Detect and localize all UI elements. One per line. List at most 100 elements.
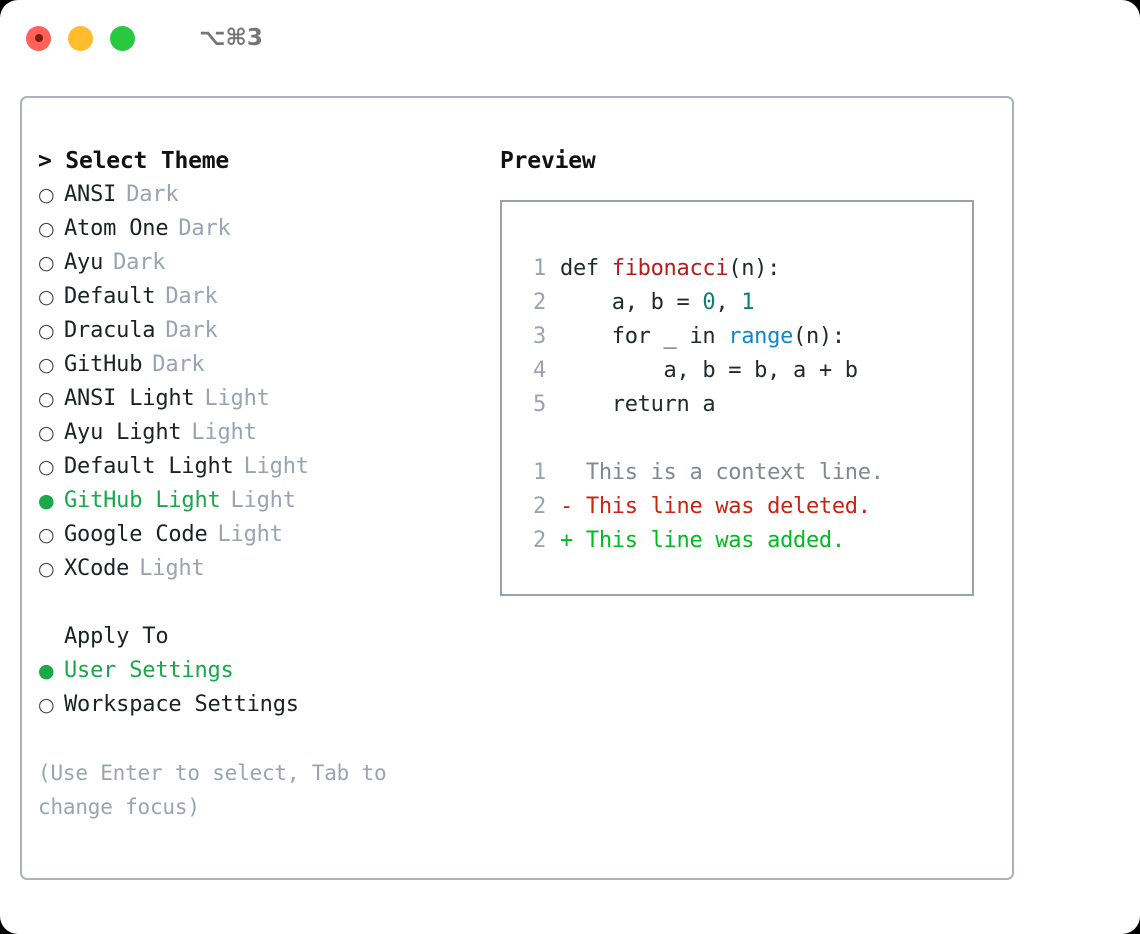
- apply-to-list[interactable]: ● User Settings ○Workspace Settings: [38, 654, 500, 722]
- code-token: (n):: [728, 256, 781, 281]
- theme-option[interactable]: ○ Dracula Dark: [38, 314, 500, 348]
- diff-line: 2- This line was deleted.: [516, 490, 972, 524]
- radio-unselected-icon: ○: [38, 218, 55, 240]
- theme-option-tag: Light: [243, 454, 309, 479]
- code-line: 1 def fibonacci(n):: [516, 252, 972, 286]
- theme-option-tag: Dark: [178, 216, 231, 241]
- radio-unselected-icon: ○: [38, 252, 55, 274]
- theme-option-label: Google Code: [64, 522, 208, 547]
- code-token: ,: [715, 290, 742, 315]
- apply-to-option[interactable]: ○Workspace Settings: [38, 688, 500, 722]
- theme-option[interactable]: ○ Google Code Light: [38, 518, 500, 552]
- code-line: 3 for _ in range(n):: [516, 320, 972, 354]
- apply-to-heading: Apply To: [64, 624, 169, 649]
- diff-text: This line was added.: [585, 528, 845, 553]
- code-token: a, b = b, a + b: [560, 358, 859, 383]
- code-line: 4 a, b = b, a + b: [516, 354, 972, 388]
- radio-unselected-icon: ○: [38, 320, 55, 342]
- theme-option-label: Ayu: [64, 250, 104, 275]
- line-number: 1: [533, 460, 546, 485]
- code-token: for _ in: [560, 324, 729, 349]
- preview-heading: Preview: [500, 148, 596, 174]
- title-bar: ⌥⌘3: [0, 0, 1140, 76]
- diff-line: 1 This is a context line.: [516, 456, 972, 490]
- code-token: range: [728, 324, 794, 349]
- diff-marker: -: [560, 494, 586, 519]
- code-token: def: [560, 256, 612, 281]
- apply-to-option-label: User Settings: [64, 658, 234, 683]
- window-controls: [26, 25, 135, 51]
- theme-option-label: Ayu Light: [64, 420, 182, 445]
- theme-option-tag: Dark: [152, 352, 205, 377]
- theme-option[interactable]: ○ XCode Light: [38, 552, 500, 586]
- radio-unselected-icon: ○: [38, 694, 55, 716]
- list-spacer: [38, 586, 500, 620]
- theme-option-label: GitHub Light: [64, 488, 221, 513]
- theme-option-label: Atom One: [64, 216, 169, 241]
- line-number: 2: [533, 528, 546, 553]
- line-number: 5: [533, 392, 546, 417]
- radio-unselected-icon: ○: [38, 388, 55, 410]
- code-token: 0: [702, 290, 716, 315]
- minimize-button[interactable]: [68, 25, 93, 51]
- theme-option-tag: Light: [204, 386, 270, 411]
- theme-option[interactable]: ○ ANSI Light Light: [38, 382, 500, 416]
- radio-unselected-icon: ○: [38, 558, 55, 580]
- code-token: fibonacci: [611, 256, 729, 281]
- line-number: 2: [533, 290, 546, 315]
- theme-option-tag: Light: [139, 556, 205, 581]
- radio-unselected-icon: ○: [38, 354, 55, 376]
- close-button[interactable]: [26, 25, 51, 51]
- diff-line: 2 + This line was added.: [516, 524, 972, 558]
- radio-selected-icon: ●: [38, 490, 55, 512]
- theme-option-label: XCode: [64, 556, 130, 581]
- radio-unselected-icon: ○: [38, 456, 55, 478]
- theme-option-tag: Light: [230, 488, 296, 513]
- code-line: 5 return a: [516, 388, 972, 422]
- radio-unselected-icon: ○: [38, 422, 55, 444]
- theme-option[interactable]: ○ Atom One Dark: [38, 212, 500, 246]
- keyboard-hint-text: (Use Enter to select, Tab to change focu…: [38, 761, 387, 819]
- code-line: 2 a, b = 0, 1: [516, 286, 972, 320]
- code-diff-gap: [516, 422, 972, 456]
- radio-unselected-icon: ○: [38, 524, 55, 546]
- diff-marker: [560, 456, 586, 490]
- apply-to-option[interactable]: ● User Settings: [38, 654, 500, 688]
- theme-option-label: ANSI: [64, 182, 117, 207]
- line-number: 1: [533, 256, 546, 281]
- theme-option-tag: Dark: [113, 250, 166, 275]
- diff-text: This line was deleted.: [585, 494, 871, 519]
- code-token: return a: [560, 392, 716, 417]
- keyboard-shortcut-label: ⌥⌘3: [199, 25, 263, 51]
- theme-option-tag: Light: [217, 522, 283, 547]
- theme-option[interactable]: ○ Default Dark: [38, 280, 500, 314]
- line-number: 3: [533, 324, 546, 349]
- theme-option-label: Default: [64, 284, 156, 309]
- select-theme-heading: > Select Theme: [38, 148, 230, 174]
- radio-selected-icon: ●: [38, 660, 55, 682]
- code-token: a, b =: [560, 290, 703, 315]
- radio-unselected-icon: ○: [38, 286, 55, 308]
- zoom-button[interactable]: [110, 25, 135, 51]
- theme-option-tag: Dark: [165, 318, 218, 343]
- theme-option-label: Dracula: [64, 318, 156, 343]
- theme-option-label: ANSI Light: [64, 386, 195, 411]
- code-token: (n):: [793, 324, 845, 349]
- theme-option-tag: Dark: [165, 284, 218, 309]
- theme-option[interactable]: ○ Ayu Dark: [38, 246, 500, 280]
- code-token: 1: [741, 290, 755, 315]
- diff-marker: +: [560, 528, 586, 553]
- radio-unselected-icon: ○: [38, 184, 55, 206]
- theme-option[interactable]: ● GitHub Light Light: [38, 484, 500, 518]
